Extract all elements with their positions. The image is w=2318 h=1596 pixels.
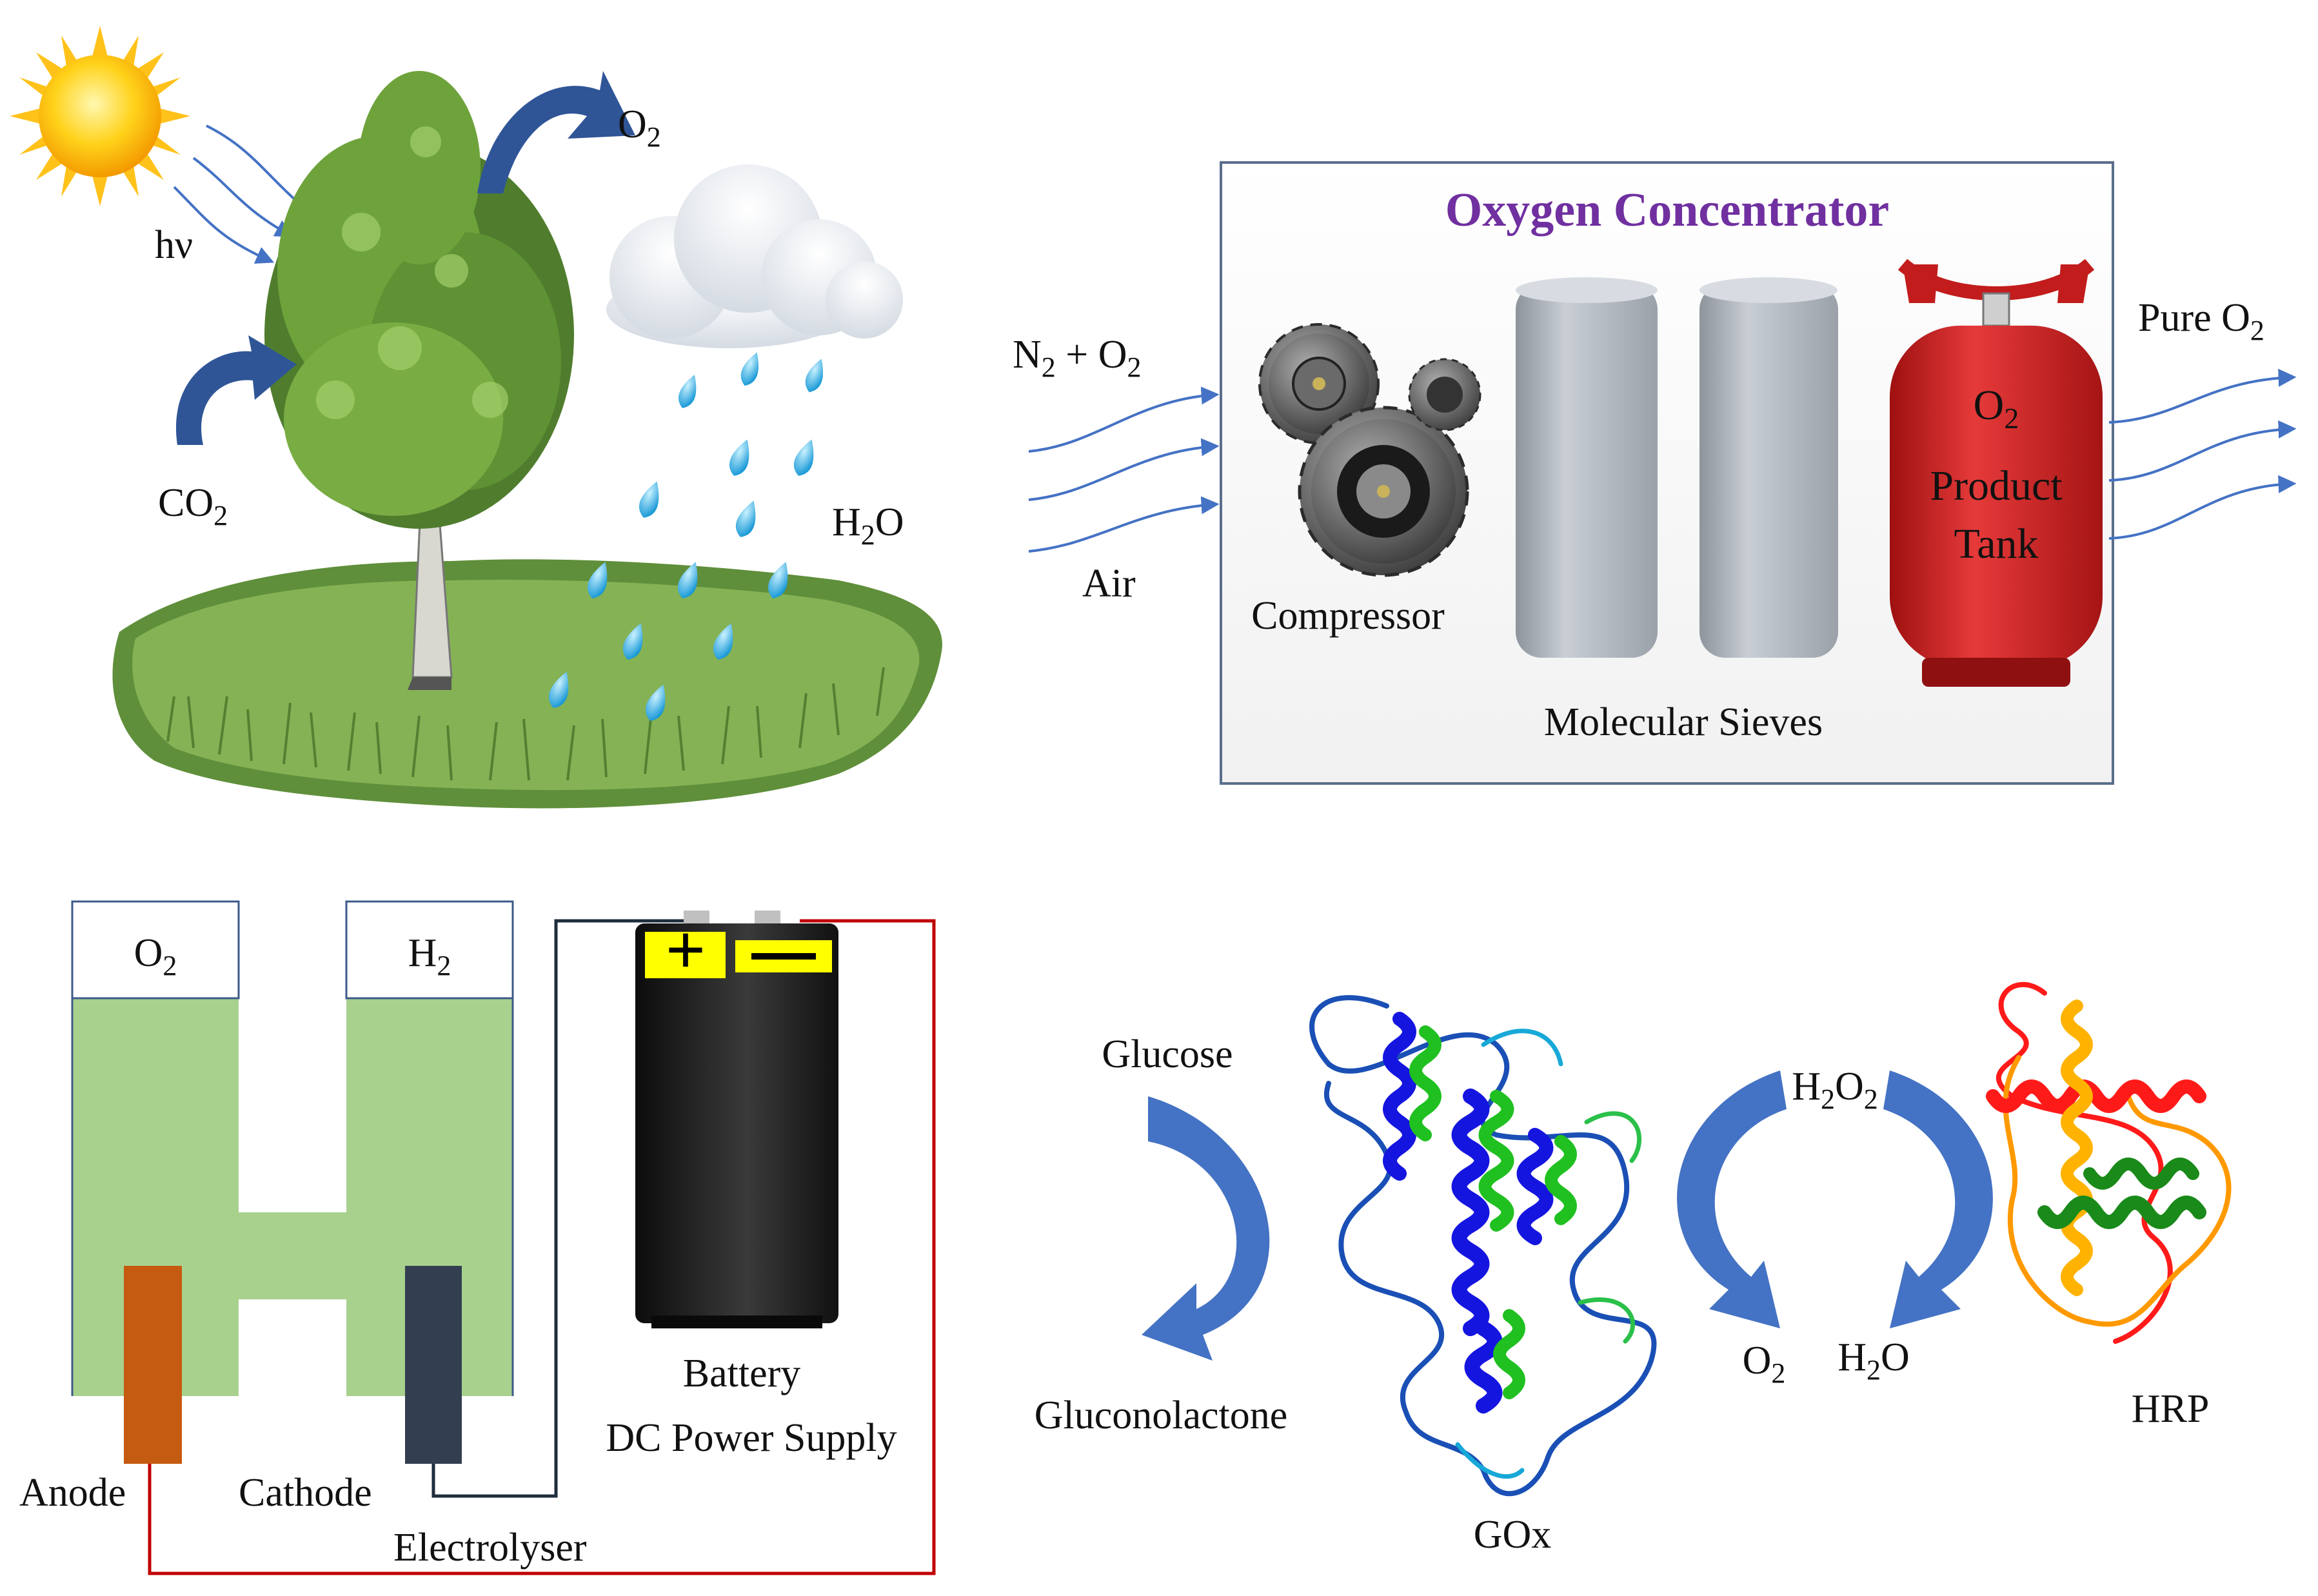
red-wire [148, 919, 936, 1575]
h2o-product-label: H2O [1838, 1335, 1910, 1386]
glucose-conversion-arrow [1142, 1096, 1270, 1361]
gox-label: GOx [1474, 1513, 1552, 1557]
left-gas-chamber [71, 900, 240, 1000]
battery-label: Battery [683, 1352, 801, 1395]
anode-label: Anode [19, 1471, 126, 1515]
cathode-electrode [405, 1266, 462, 1464]
air-input-arrows [1028, 386, 1220, 553]
battery-plus-sign: + [666, 911, 706, 989]
co2-uptake-arrow [175, 335, 297, 445]
compressor-label: Compressor [1251, 594, 1445, 638]
hrp-protein-icon [1986, 982, 2232, 1344]
cloud-icon [606, 164, 903, 348]
dark-wire [431, 919, 684, 1498]
pure-o2-output-arrows [2108, 368, 2297, 540]
sun-icon [10, 26, 190, 206]
right-gas-chamber [345, 900, 514, 1000]
gox-protein-icon [1309, 995, 1657, 1497]
light-label: hν [155, 223, 193, 267]
h2o2-to-o2-arrow [1677, 1070, 1787, 1328]
h2o2-to-h2o-arrow [1883, 1070, 1993, 1328]
anode-electrode [124, 1266, 182, 1464]
concentrator-panel: Oxygen Concentrator N2 + O2 Air [1013, 161, 2297, 785]
o2-product-label: O2 [1743, 1339, 1786, 1389]
glucose-label: Glucose [1102, 1032, 1233, 1076]
tank-line1-label: Product [1930, 462, 2062, 509]
water-drops [548, 352, 824, 721]
molecular-sieve-columns [1516, 277, 1838, 658]
sieves-label: Molecular Sieves [1544, 700, 1823, 744]
tank-gas-label: O2 [1974, 382, 2019, 435]
pure-o2-label: Pure O2 [2138, 296, 2264, 346]
grass-field [112, 559, 942, 809]
o2-release-arrow [477, 71, 635, 193]
cathode-label: Cathode [239, 1471, 372, 1515]
hrp-label: HRP [2132, 1387, 2210, 1431]
o2-label: O2 [618, 103, 661, 153]
gluconolactone-label: Gluconolactone [1035, 1394, 1288, 1437]
electrolysis-panel: O2 H2 + Anode Cathode Electrolyser Batte… [19, 900, 936, 1575]
product-tank-icon [1890, 259, 2103, 687]
tree-icon [264, 71, 574, 690]
tank-line2-label: Tank [1954, 520, 2038, 567]
co2-label: CO2 [158, 481, 228, 531]
h2o-label: H2O [832, 500, 904, 551]
o2-chamber-label: O2 [134, 931, 177, 981]
photosynthesis-panel: hν O2 CO2 [10, 26, 942, 809]
power-supply-label: DC Power Supply [606, 1416, 896, 1460]
concentrator-title: Oxygen Concentrator [1445, 184, 1889, 237]
electrolyte-body [72, 998, 513, 1396]
compressor-gears-icon [1258, 323, 1481, 577]
electrolyser-label: Electrolyser [393, 1526, 587, 1570]
input-gas-label: N2 + O2 [1013, 333, 1142, 383]
enzymatic-panel: Glucose Gluconolactone GOx H2O2 O2 H2O [1035, 982, 2232, 1557]
h2-chamber-label: H2 [408, 931, 451, 981]
h2o2-label: H2O2 [1792, 1065, 1878, 1115]
air-label: Air [1082, 562, 1136, 606]
battery-icon [635, 911, 838, 1328]
